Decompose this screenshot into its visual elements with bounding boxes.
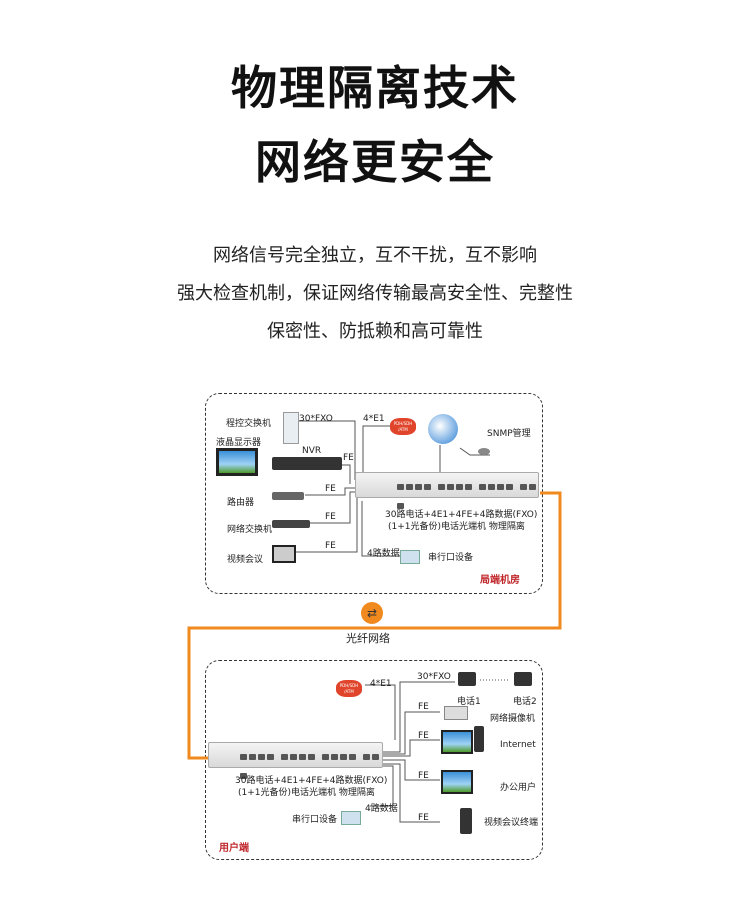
fxo-link-label: 30*FXO [417,672,451,682]
serial-device-icon [400,550,420,564]
phone2-label: 电话2 [513,697,537,707]
camera-icon [444,706,468,720]
fe-link-label: FE [343,453,354,463]
pbx-icon [283,412,299,444]
wires [290,420,510,823]
transport-cloud-icon: PDH/SDH /ATM [336,680,362,697]
user-side-title: 用户端 [219,843,249,854]
transport-cloud-icon: PDH/SDH /ATM [390,418,416,435]
nvr-icon [272,457,342,470]
video-conf-label: 视频会议 [227,555,264,565]
serial-label: 串行口设备 [428,553,474,563]
fe-link-label: FE [418,813,429,823]
phone1-icon [458,672,476,686]
description-line: 网络信号完全独立，互不干扰，互不影响 [213,245,537,266]
pc-tower-icon [474,726,484,752]
office-computer-icon [441,770,473,794]
fe-link-label: FE [418,771,429,781]
fe-link-label: FE [325,512,336,522]
fe-link-label: FE [325,541,336,551]
data-link-label: 4路数据 [365,804,398,814]
mouse-icon [478,448,490,455]
switch-label: 网络交换机 [227,525,273,535]
e1-link-label: 4*E1 [363,414,385,424]
internet-label: Internet [500,740,536,750]
data-link-label: 4路数据 [367,549,400,559]
globe-icon [428,414,458,444]
router-label: 路由器 [227,498,255,508]
office-label: 办公用户 [500,783,537,793]
monitor-icon [216,448,258,476]
product-subtitle: (1+1光备份)电话光端机 物理隔离 [388,522,525,532]
description-line: 保密性、防抵赖和高可靠性 [267,321,483,342]
fe-link-label: FE [418,702,429,712]
phone2-icon [514,672,532,686]
headline-line2: 网络更安全 [255,135,495,189]
optical-terminal-device [355,472,539,509]
fe-link-label: FE [325,484,336,494]
nvr-label: NVR [302,446,322,456]
product-subtitle: (1+1光备份)电话光端机 物理隔离 [238,788,375,798]
switch-icon [272,520,310,528]
lcd-label: 液晶显示器 [216,438,262,448]
description-line: 强大检查机制，保证网络传输最高安全性、完整性 [177,283,573,304]
fe-link-label: FE [418,731,429,741]
pbx-label: 程控交换机 [226,419,272,429]
fiber-icon: ⇄ [361,602,383,624]
product-name: 30路电话+4E1+4FE+4路数据(FXO) [235,776,388,786]
central-office-title: 局端机房 [480,575,520,586]
video-terminal-label: 视频会议终端 [484,818,539,828]
computer-icon [441,730,473,754]
headline-line1: 物理隔离技术 [231,61,519,115]
optical-terminal-device [208,742,383,779]
e1-link-label: 4*E1 [370,679,392,689]
fxo-link-label: 30*FXO [299,414,333,424]
router-icon [272,492,304,500]
fiber-line [187,491,562,760]
product-name: 30路电话+4E1+4FE+4路数据(FXO) [385,510,538,520]
serial-label: 串行口设备 [292,815,338,825]
camera-label: 网络摄像机 [490,714,536,724]
phone1-label: 电话1 [457,697,481,707]
snmp-label: SNMP管理 [487,429,531,439]
user-side-box [205,660,543,860]
serial-device-icon [341,811,361,825]
video-conf-icon [272,545,296,563]
video-terminal-icon [460,808,472,834]
fiber-network-label: 光纤网络 [346,632,390,645]
